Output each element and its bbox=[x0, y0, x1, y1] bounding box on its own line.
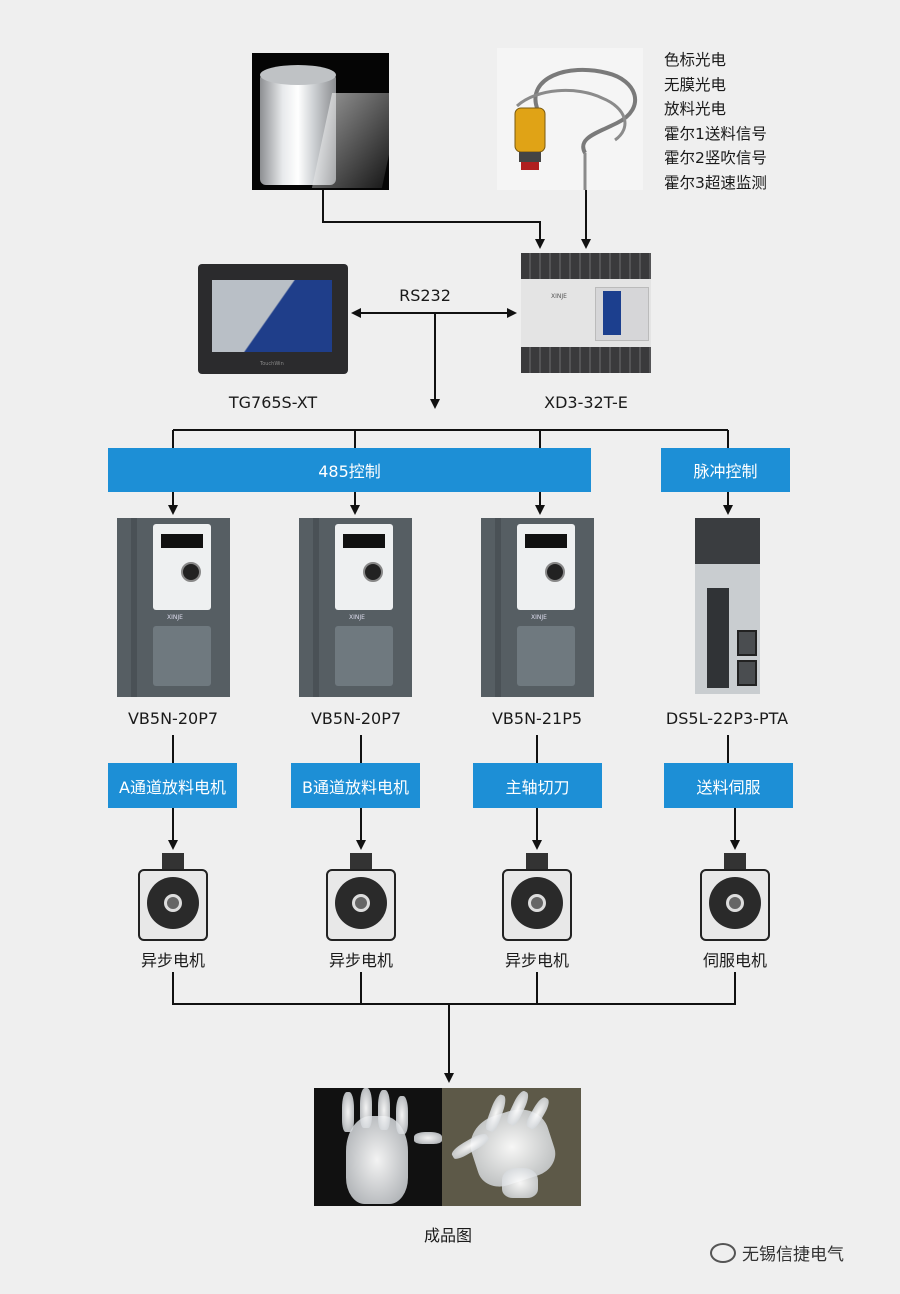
inverter-image: XINJE bbox=[117, 518, 230, 697]
sensor-signal-item: 无膜光电 bbox=[664, 75, 727, 94]
plc-model-label: XD3-32T-E bbox=[544, 393, 628, 412]
motor-shaft bbox=[726, 894, 744, 912]
motor-image bbox=[326, 853, 396, 941]
sensor-signal-item: 霍尔3超速监测 bbox=[664, 173, 767, 192]
film-roll-image bbox=[252, 53, 389, 190]
inverter-side-strip bbox=[131, 518, 137, 697]
rs232-link-label: RS232 bbox=[399, 286, 451, 305]
sensor-signal-item: 霍尔1送料信号 bbox=[664, 124, 767, 143]
glove-finger bbox=[378, 1090, 390, 1130]
motor-shaft bbox=[164, 894, 182, 912]
inverter-knob bbox=[181, 562, 201, 582]
inverter-display bbox=[525, 534, 567, 548]
drive-role-box: A通道放料电机 bbox=[108, 763, 237, 808]
drive-model-label: VB5N-21P5 bbox=[491, 709, 583, 728]
motor-type-label: 异步电机 bbox=[140, 951, 205, 970]
servo-drive-display bbox=[695, 518, 760, 564]
motor-image bbox=[138, 853, 208, 941]
hmi-logo: TouchWin bbox=[260, 361, 284, 367]
inverter-logo: XINJE bbox=[167, 614, 183, 621]
wechat-icon bbox=[710, 1242, 736, 1263]
servo-drive-terminal bbox=[707, 588, 729, 688]
motor-type-label: 异步电机 bbox=[328, 951, 393, 970]
finished-product-image bbox=[314, 1088, 581, 1206]
glove-cuff bbox=[502, 1168, 538, 1198]
drive-model-label: DS5L-22P3-PTA bbox=[665, 709, 789, 728]
motor-image bbox=[502, 853, 572, 941]
motor-connector bbox=[350, 853, 372, 871]
motor-connector bbox=[724, 853, 746, 871]
inverter-keypad bbox=[335, 524, 393, 610]
inverter-side-strip bbox=[495, 518, 501, 697]
watermark-text: 无锡信捷电气 bbox=[742, 1245, 844, 1265]
plc-image: XINJE bbox=[521, 253, 651, 373]
plc-logo: XINJE bbox=[551, 293, 567, 300]
motor-type-label: 伺服电机 bbox=[702, 951, 767, 970]
hmi-model-label: TG765S-XT bbox=[228, 393, 318, 412]
inverter-cover bbox=[335, 626, 393, 686]
glove-thumb bbox=[414, 1132, 442, 1144]
inverter-image: XINJE bbox=[299, 518, 412, 697]
pulse-control-bar: 脉冲控制 bbox=[661, 448, 790, 492]
glove-finger bbox=[360, 1088, 372, 1128]
inverter-display bbox=[161, 534, 203, 548]
servo-drive-image bbox=[695, 518, 760, 694]
inverter-knob bbox=[363, 562, 383, 582]
servo-drive-port bbox=[737, 660, 757, 686]
motor-shaft bbox=[352, 894, 370, 912]
inverter-cover bbox=[153, 626, 211, 686]
motor-type-label: 异步电机 bbox=[504, 951, 569, 970]
servo-drive-port bbox=[737, 630, 757, 656]
motor-shaft bbox=[528, 894, 546, 912]
glove-photo-right bbox=[442, 1088, 581, 1206]
motor-image bbox=[700, 853, 770, 941]
inverter-logo: XINJE bbox=[349, 614, 365, 621]
inverter-keypad bbox=[153, 524, 211, 610]
drive-model-label: VB5N-20P7 bbox=[310, 709, 402, 728]
finished-product-label: 成品图 bbox=[423, 1226, 472, 1245]
drive-model-label: VB5N-20P7 bbox=[127, 709, 219, 728]
plc-port bbox=[603, 291, 621, 335]
inverter-image: XINJE bbox=[481, 518, 594, 697]
motor-connector bbox=[162, 853, 184, 871]
inverter-side-strip bbox=[313, 518, 319, 697]
plc-top-terminals bbox=[521, 253, 651, 279]
photoelectric-sensor-image bbox=[497, 48, 643, 190]
inverter-display bbox=[343, 534, 385, 548]
film-roll-top bbox=[260, 65, 336, 85]
plc-bottom-terminals bbox=[521, 347, 651, 373]
motor-connector bbox=[526, 853, 548, 871]
glove-finger bbox=[342, 1092, 354, 1132]
sensor-signal-item: 色标光电 bbox=[664, 51, 727, 69]
drive-role-box: 送料伺服 bbox=[664, 763, 793, 808]
glove-photo-left bbox=[314, 1088, 442, 1206]
sensor-signal-list: 色标光电 无膜光电 放料光电 霍尔1送料信号 霍尔2竖吹信号 霍尔3超速监测 bbox=[664, 48, 767, 195]
sensor-signal-item: 放料光电 bbox=[664, 100, 727, 118]
inverter-knob bbox=[545, 562, 565, 582]
inverter-cover bbox=[517, 626, 575, 686]
watermark: 无锡信捷电气 bbox=[710, 1240, 844, 1265]
hmi-screen bbox=[212, 280, 332, 352]
sensor-illustration bbox=[514, 67, 638, 190]
sensor-signal-item: 霍尔2竖吹信号 bbox=[664, 149, 767, 167]
drive-role-box: B通道放料电机 bbox=[291, 763, 420, 808]
rs485-control-bar: 485控制 bbox=[108, 448, 591, 492]
inverter-logo: XINJE bbox=[531, 614, 547, 621]
touch-screen-hmi-image: TouchWin bbox=[198, 264, 348, 374]
drive-role-box: 主轴切刀 bbox=[473, 763, 602, 808]
inverter-keypad bbox=[517, 524, 575, 610]
glove-finger bbox=[396, 1096, 408, 1134]
